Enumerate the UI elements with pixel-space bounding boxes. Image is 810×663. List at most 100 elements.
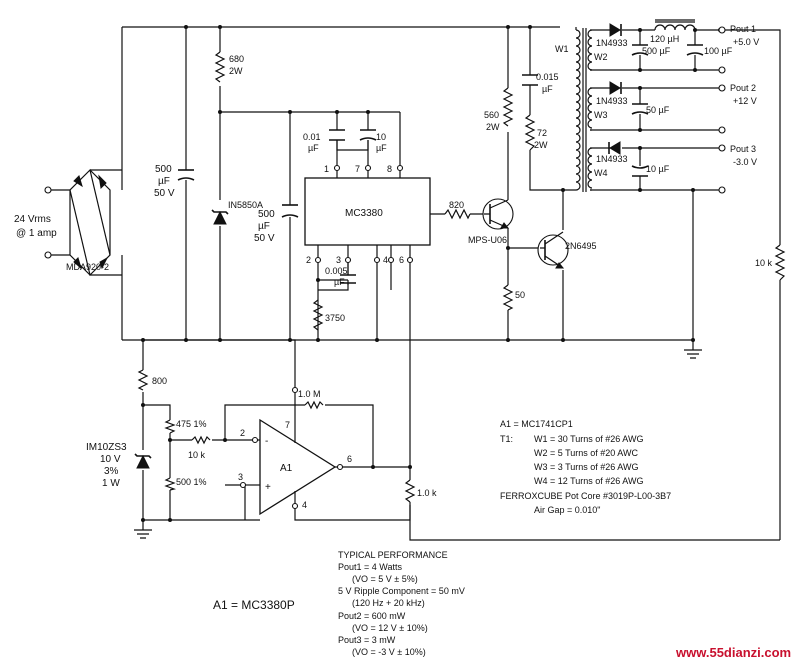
resistor-560 <box>502 87 514 127</box>
pin-8-label: 8 <box>387 164 392 174</box>
ic-mc3380 <box>304 164 431 264</box>
capacitor-out1a <box>631 44 649 56</box>
c1-unit: µF <box>158 176 170 187</box>
zener-ref <box>134 453 152 469</box>
zener-ref-label: IM10ZS3 <box>86 442 127 453</box>
op-pin7-label: 7 <box>285 420 290 430</box>
c001-value: 0.01 <box>303 132 321 142</box>
d-out3-label: 1N4933 <box>596 154 628 164</box>
resistor-72 <box>524 114 536 151</box>
r1k-label: 1.0 k <box>417 488 437 498</box>
ground-symbol <box>684 349 702 359</box>
resistor-500 <box>164 477 177 491</box>
op-pin3-label: 3 <box>238 472 243 482</box>
capacitor-c2 <box>281 204 299 218</box>
w4-label: W4 <box>594 168 608 178</box>
c0005-value: 0.005 <box>325 266 348 276</box>
transistor-2n6495 <box>537 231 569 269</box>
r800-label: 800 <box>152 376 167 386</box>
resistor-680 <box>214 51 226 83</box>
resistor-820 <box>444 208 471 220</box>
r560-label: 560 <box>484 110 499 120</box>
r10k-label: 10 k <box>188 450 206 460</box>
c0015-value: 0.015 <box>536 72 559 82</box>
r560-watt: 2W <box>486 122 500 132</box>
c-out1a-label: 500 µF <box>642 46 671 56</box>
zener-main-label: IN5850A <box>228 200 263 210</box>
c2-voltage: 50 V <box>254 233 275 244</box>
zener-ref-tol: 3% <box>104 466 119 477</box>
diode-out1 <box>609 23 622 37</box>
perf-line-2: 5 V Ripple Component = 50 mV <box>338 586 465 596</box>
pin-6-label: 6 <box>399 255 404 265</box>
capacitor-0015 <box>522 74 538 86</box>
resistor-475 <box>164 419 176 434</box>
pin-7-label: 7 <box>355 164 360 174</box>
opamp-minus: - <box>265 436 268 447</box>
w2-label: W2 <box>594 52 608 62</box>
c0005-unit: µF <box>334 277 345 287</box>
w3-label: W3 <box>594 110 608 120</box>
note-t1: T1: <box>500 434 513 444</box>
note-w4: W4 = 12 Turns of #26 AWG <box>534 476 643 486</box>
pin-1-label: 1 <box>324 164 329 174</box>
zener-ref-voltage: 10 V <box>100 454 121 465</box>
w1-label: W1 <box>555 44 569 54</box>
perf-line-0: Pout1 = 4 Watts <box>338 562 402 572</box>
perf-line-5: (VO = 12 V ± 10%) <box>352 623 428 633</box>
resistor-10k <box>191 435 211 445</box>
perf-line-6: Pout3 = 3 mW <box>338 635 396 645</box>
watermark: www.55dianzi.com <box>675 645 791 660</box>
c2-value: 500 <box>258 209 275 220</box>
opamp-a1 <box>239 386 344 516</box>
ground-symbol <box>134 529 152 539</box>
c2-unit: µF <box>258 221 270 232</box>
resistor-10k-feedback <box>774 244 786 281</box>
inductor-120uh <box>654 19 696 31</box>
q1-label: MPS-U06 <box>468 235 507 245</box>
resistor-3750 <box>312 299 324 331</box>
capacitor-001 <box>329 129 345 141</box>
capacitor-out2 <box>631 103 649 115</box>
r72-label: 72 <box>537 128 547 138</box>
pin-4-label: 4 <box>383 255 388 265</box>
bridge-rectifier <box>44 168 111 277</box>
pin-3-label: 3 <box>336 255 341 265</box>
zener-main <box>211 209 229 225</box>
r820-label: 820 <box>449 200 464 210</box>
input-current-label: @ 1 amp <box>16 228 57 239</box>
r680-label: 680 <box>229 54 244 64</box>
c-out1b-label: 100 µF <box>704 46 733 56</box>
perf-line-1: (VO = 5 V ± 5%) <box>352 574 418 584</box>
pin-2-label: 2 <box>306 255 311 265</box>
capacitor-out1b <box>686 44 704 56</box>
input-voltage-label: 24 Vrms <box>14 214 51 225</box>
output-terminals <box>718 26 726 194</box>
resistor-800 <box>137 369 149 391</box>
transformer-t1 <box>575 28 593 192</box>
pout1-voltage: +5.0 V <box>733 37 759 47</box>
c0015-unit: µF <box>542 84 553 94</box>
c001-unit: µF <box>308 143 319 153</box>
c1-voltage: 50 V <box>154 188 175 199</box>
pout3-voltage: -3.0 V <box>733 157 757 167</box>
zener-ref-watt: 1 W <box>102 478 120 489</box>
capacitor-out3 <box>631 165 649 177</box>
pout3-label: Pout 3 <box>730 144 756 154</box>
pout2-voltage: +12 V <box>733 96 757 106</box>
perf-line-7: (VO = -3 V ± 10%) <box>352 647 426 657</box>
r1m-label: 1.0 M <box>298 389 321 399</box>
r500-label: 500 1% <box>176 477 207 487</box>
perf-title: TYPICAL PERFORMANCE <box>338 550 448 560</box>
resistor-1k <box>404 479 416 503</box>
capacitor-c1 <box>177 169 195 181</box>
d-out1-label: 1N4933 <box>596 38 628 48</box>
pout2-label: Pout 2 <box>730 83 756 93</box>
typical-performance: TYPICAL PERFORMANCE Pout1 = 4 Watts (VO … <box>338 550 465 657</box>
opamp-label: A1 <box>280 463 293 474</box>
a1-designation: A1 = MC3380P <box>213 598 295 612</box>
d-out2-label: 1N4933 <box>596 96 628 106</box>
c10-value: 10 <box>376 132 386 142</box>
r50-label: 50 <box>515 290 525 300</box>
